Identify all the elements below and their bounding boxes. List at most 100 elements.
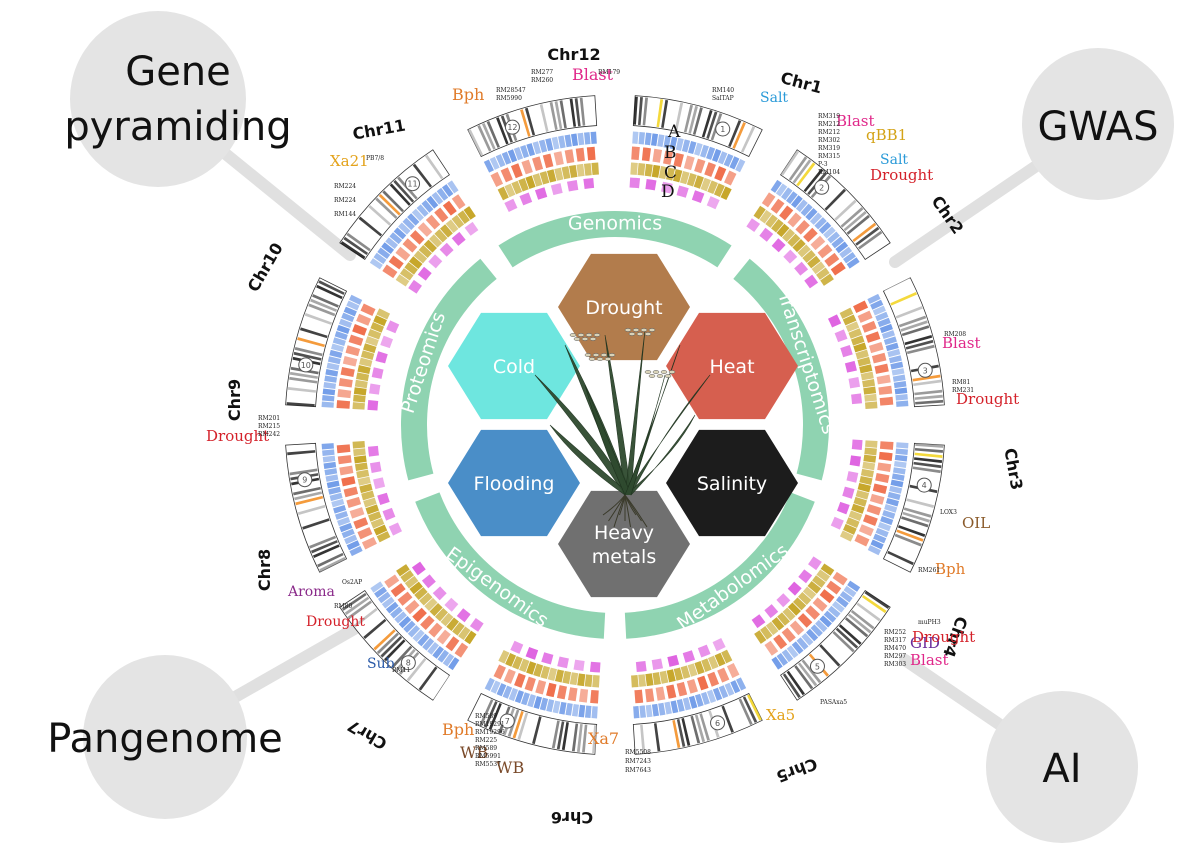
plant-leaf bbox=[604, 334, 632, 496]
plant-leaf bbox=[624, 374, 666, 496]
rice-grain bbox=[632, 328, 640, 332]
rice-grain bbox=[608, 353, 616, 357]
marker-label-chr1: RM319 bbox=[818, 145, 840, 152]
centromere-chr3 bbox=[917, 362, 933, 378]
marker-label-chr12: RM260 bbox=[531, 77, 553, 84]
track-b-chr7 bbox=[493, 664, 599, 704]
marker-label-chr12: RM28547 bbox=[496, 87, 526, 94]
trait-annotations: BphBlastSaltBlastqBB1SaltDroughtBlastDro… bbox=[206, 65, 1019, 777]
corner-circle-gene-pyramiding bbox=[70, 11, 246, 187]
rice-grain bbox=[636, 332, 644, 336]
track-a-chr7 bbox=[484, 677, 598, 719]
track-a-chr9 bbox=[321, 443, 363, 557]
rice-grain bbox=[577, 333, 585, 337]
chromosome-number: 2 bbox=[819, 183, 824, 192]
plant-root bbox=[624, 494, 648, 528]
track-b-chr11 bbox=[382, 194, 466, 279]
data-tracks bbox=[321, 131, 909, 719]
hexagon-cold bbox=[448, 312, 580, 420]
corner-label-gene-pyramiding: Gene bbox=[125, 49, 231, 95]
chromosome-number: 7 bbox=[505, 717, 510, 726]
trait-label-chr1: Blast bbox=[836, 112, 875, 130]
marker-label-chr1: RM315 bbox=[818, 153, 840, 160]
trait-label-chr3: Drought bbox=[956, 390, 1019, 408]
track-letter-d: D bbox=[661, 182, 675, 202]
chromosome-ideogram-chr4: 4 bbox=[882, 442, 945, 573]
centromere-chr6 bbox=[710, 715, 726, 731]
omics-band-genomics bbox=[498, 211, 732, 268]
trait-label-chr1: Salt bbox=[760, 90, 788, 106]
rice-grain bbox=[585, 333, 593, 337]
track-a-chr12 bbox=[483, 131, 597, 173]
marker-label-chr11: RM224 bbox=[334, 183, 356, 190]
track-a-chr2 bbox=[770, 179, 860, 269]
track-c-chr2 bbox=[753, 205, 834, 286]
track-d-chr4 bbox=[830, 439, 863, 530]
marker-label-chr9: RM201 bbox=[258, 415, 280, 422]
marker-label-chr3: RM81 bbox=[952, 379, 970, 386]
marker-label-chr2: RM208 bbox=[944, 331, 966, 338]
trait-label-chr8: Drought bbox=[306, 614, 365, 630]
chromosome-number: 10 bbox=[301, 361, 311, 370]
chromosome-ideogram-chr6: 6 bbox=[632, 692, 763, 755]
stress-label-salinity: Salinity bbox=[697, 473, 767, 495]
track-c-chr12 bbox=[497, 162, 599, 201]
rice-grain bbox=[593, 333, 601, 337]
omics-band-metabolomics bbox=[624, 492, 815, 639]
centromere-chr12 bbox=[504, 119, 520, 135]
chromosome-ideogram-chr12: 12 bbox=[467, 95, 598, 158]
marker-label-chr4: RM470 bbox=[884, 645, 906, 652]
track-a-chr5 bbox=[771, 580, 861, 670]
chromosome-ideogram-chr5: 5 bbox=[780, 590, 891, 701]
chromosome-ideogram-chr1: 1 bbox=[632, 95, 763, 158]
marker-label-chr6: RM19291 bbox=[475, 721, 505, 728]
corner-circle-pangenome bbox=[83, 655, 247, 819]
chromosome-label-chr12: Chr12 bbox=[547, 45, 600, 64]
track-c-chr4 bbox=[839, 440, 878, 542]
chromosome-number: 6 bbox=[715, 719, 720, 728]
chromosome-label-chr10: Chr10 bbox=[244, 239, 287, 295]
centromere-chr4 bbox=[916, 477, 932, 493]
centromere-chr5 bbox=[809, 658, 825, 674]
trait-label-chr12: Blast bbox=[572, 65, 614, 84]
rice-grain bbox=[569, 333, 577, 337]
marker-label-chr4: RM252 bbox=[884, 629, 906, 636]
marker-label-chr3: LOX3 bbox=[940, 509, 957, 516]
chromosome-ideogram-chr3: 3 bbox=[882, 277, 945, 408]
marker-label-chr5: PASAxa5 bbox=[820, 699, 847, 706]
track-b-chr1 bbox=[631, 146, 737, 186]
chromosome-label-chr5: Chr5 bbox=[774, 754, 820, 786]
rice-grain bbox=[644, 332, 652, 336]
rice-grain bbox=[648, 328, 656, 332]
track-d-chr6 bbox=[635, 637, 726, 673]
hexagon-salinity bbox=[666, 429, 798, 537]
plant-leaf bbox=[624, 414, 696, 496]
track-c-chr11 bbox=[395, 206, 476, 287]
rice-grain bbox=[624, 328, 632, 332]
track-b-chr12 bbox=[490, 146, 596, 187]
track-c-chr5 bbox=[754, 563, 835, 644]
chromosome-number: 5 bbox=[815, 662, 820, 671]
marker-label-chr9: RM215 bbox=[258, 423, 280, 430]
trait-label-chr11: Xa21 bbox=[330, 152, 369, 170]
rice-grain bbox=[660, 370, 668, 374]
marker-label-chr6: RM7243 bbox=[625, 758, 651, 765]
rice-plant-illustration bbox=[534, 328, 711, 528]
marker-label-chr12: RM179 bbox=[598, 69, 620, 76]
marker-label-chr6: RM589 bbox=[475, 713, 497, 720]
trait-label-chr6: Bph bbox=[442, 720, 474, 739]
chromosome-number: 4 bbox=[922, 481, 927, 490]
marker-label-chr1: RM302 bbox=[818, 137, 840, 144]
rice-grain bbox=[596, 357, 604, 361]
chromosome-label-chr8: Chr8 bbox=[255, 549, 274, 591]
rice-grain bbox=[628, 332, 636, 336]
stress-hexagons: DroughtHeatSalinityHeavymetalsFloodingCo… bbox=[448, 253, 798, 598]
marker-label-chr7: RM11 bbox=[392, 667, 410, 674]
trait-label-chr4: Drought bbox=[912, 628, 975, 646]
marker-label-chr4: RM297 bbox=[884, 653, 906, 660]
marker-label-chr1: RM212 bbox=[818, 121, 840, 128]
stress-label-heat: Heat bbox=[709, 356, 754, 378]
chromosome-label-chr6: Chr6 bbox=[551, 808, 593, 827]
trait-label-chr2: Blast bbox=[942, 334, 981, 352]
